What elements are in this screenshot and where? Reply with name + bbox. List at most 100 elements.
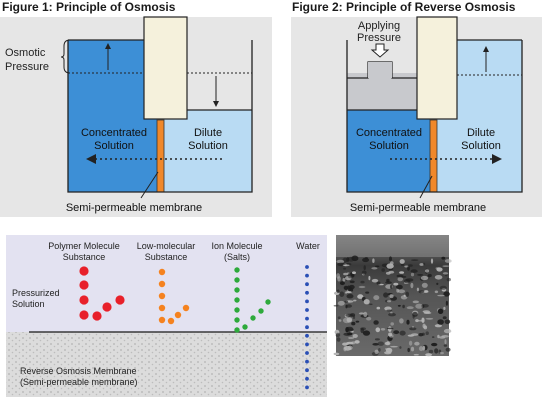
figure1-pressure-brace: [60, 39, 71, 74]
micrograph-grain: [422, 345, 426, 351]
micrograph-grain: [360, 327, 366, 331]
ion-molecule: [242, 324, 248, 330]
micrograph-grain: [357, 294, 364, 299]
micrograph-grain: [431, 336, 435, 338]
micrograph-grain: [346, 293, 354, 299]
figure2-piston: [416, 16, 458, 120]
low-molecular-molecule: [158, 280, 166, 288]
low-molecular-molecule: [158, 304, 166, 312]
micrograph-grain: [360, 280, 365, 284]
figure3-col3-label-2: (Salts): [224, 252, 250, 262]
water-molecule: [305, 351, 309, 355]
micrograph-grain: [336, 337, 341, 342]
micrograph-grain: [378, 348, 381, 352]
micrograph-grain: [406, 319, 410, 325]
micrograph-grain: [402, 304, 405, 309]
ion-molecule: [234, 327, 240, 333]
micrograph-grain: [445, 300, 448, 306]
micrograph-grain: [363, 311, 368, 317]
micrograph-grain: [374, 338, 380, 341]
figure1-dilute-area: [164, 110, 252, 192]
micrograph-grain: [418, 290, 425, 294]
figure2-pressure-piston-fill: [368, 62, 392, 78]
ion-molecule: [234, 307, 240, 313]
micrograph-grain: [442, 316, 447, 320]
ion-molecule: [234, 267, 240, 273]
micrograph-grain: [345, 326, 354, 332]
micrograph-grain: [407, 347, 411, 353]
figure3-pressurized-label-2: Solution: [12, 299, 45, 309]
micrograph-grain: [437, 294, 445, 297]
water-molecule: [305, 333, 309, 338]
low-molecular-molecule: [158, 316, 166, 324]
micrograph-grain: [434, 324, 442, 328]
micrograph-grain: [425, 331, 429, 336]
water-molecule: [305, 342, 309, 347]
figure1-osmotic-label-2: Pressure: [5, 61, 49, 73]
micrograph-grain: [335, 332, 341, 338]
micrograph-grain: [422, 332, 425, 336]
micrograph-grain: [397, 289, 406, 294]
ion-molecule: [234, 287, 240, 293]
micrograph-grain: [399, 330, 406, 336]
low-molecular-molecule: [182, 304, 190, 312]
water-molecule: [305, 376, 309, 381]
micrograph-grain: [424, 269, 430, 273]
micrograph-grain: [347, 300, 350, 303]
micrograph-grain: [376, 306, 381, 310]
water-molecule: [305, 273, 309, 278]
micrograph-grain: [358, 285, 366, 289]
micrograph-grain: [352, 271, 356, 275]
polymer-molecule: [79, 310, 89, 320]
figure1-dilute-label-2: Solution: [188, 140, 228, 152]
micrograph-grain: [386, 341, 390, 345]
micrograph-grain: [366, 316, 372, 321]
micrograph-grain: [346, 304, 352, 308]
figure2-pressure-arrow: [370, 43, 390, 58]
figure1-rise-arrowhead: [105, 43, 111, 49]
micrograph-grain: [371, 267, 378, 270]
water-molecule: [305, 282, 309, 287]
micrograph-grain: [343, 267, 347, 270]
micrograph-grain: [337, 276, 341, 282]
micrograph-grain: [372, 343, 379, 346]
figure3-membrane-label-2: (Semi-permeable membrane): [20, 377, 138, 387]
figure2-title: Figure 2: Principle of Reverse Osmosis: [292, 0, 516, 14]
micrograph-grain: [355, 320, 360, 323]
micrograph-grain: [380, 328, 386, 331]
figure3-col3-label-1: Ion Molecule: [211, 241, 262, 251]
micrograph-grain: [444, 274, 448, 277]
micrograph-grain: [343, 285, 349, 290]
ion-molecule: [250, 315, 256, 321]
micrograph-grain: [348, 284, 355, 290]
water-molecule: [305, 325, 309, 330]
figure2-membrane-pointer: [419, 175, 433, 199]
polymer-molecule: [115, 295, 125, 305]
water-molecule: [305, 308, 309, 312]
micrograph-grain: [423, 262, 426, 266]
micrograph-grain: [372, 258, 375, 264]
micrograph-grain: [336, 289, 340, 294]
micrograph-grain: [383, 292, 389, 298]
water-molecule: [305, 316, 309, 321]
micrograph-grain: [443, 306, 446, 310]
ion-molecule: [234, 317, 240, 323]
polymer-molecule: [79, 295, 89, 305]
polymer-molecule: [102, 302, 112, 312]
micrograph-grain: [396, 284, 403, 290]
polymer-molecule: [79, 280, 89, 290]
micrograph-grain: [339, 291, 345, 298]
micrograph-grain: [407, 266, 410, 271]
micrograph-grain: [390, 284, 393, 289]
micrograph-grain: [346, 257, 350, 262]
micrograph-grain: [411, 259, 419, 261]
micrograph-grain: [422, 310, 430, 313]
micrograph-grain: [373, 320, 379, 325]
micrograph-grain: [416, 287, 419, 292]
micrograph-grain: [336, 259, 345, 264]
micrograph-grain: [362, 330, 371, 336]
figure3-col1-label-1: Polymer Molecule: [48, 241, 120, 251]
figure1-fall-arrowhead: [213, 101, 219, 107]
micrograph-grain: [386, 278, 390, 283]
